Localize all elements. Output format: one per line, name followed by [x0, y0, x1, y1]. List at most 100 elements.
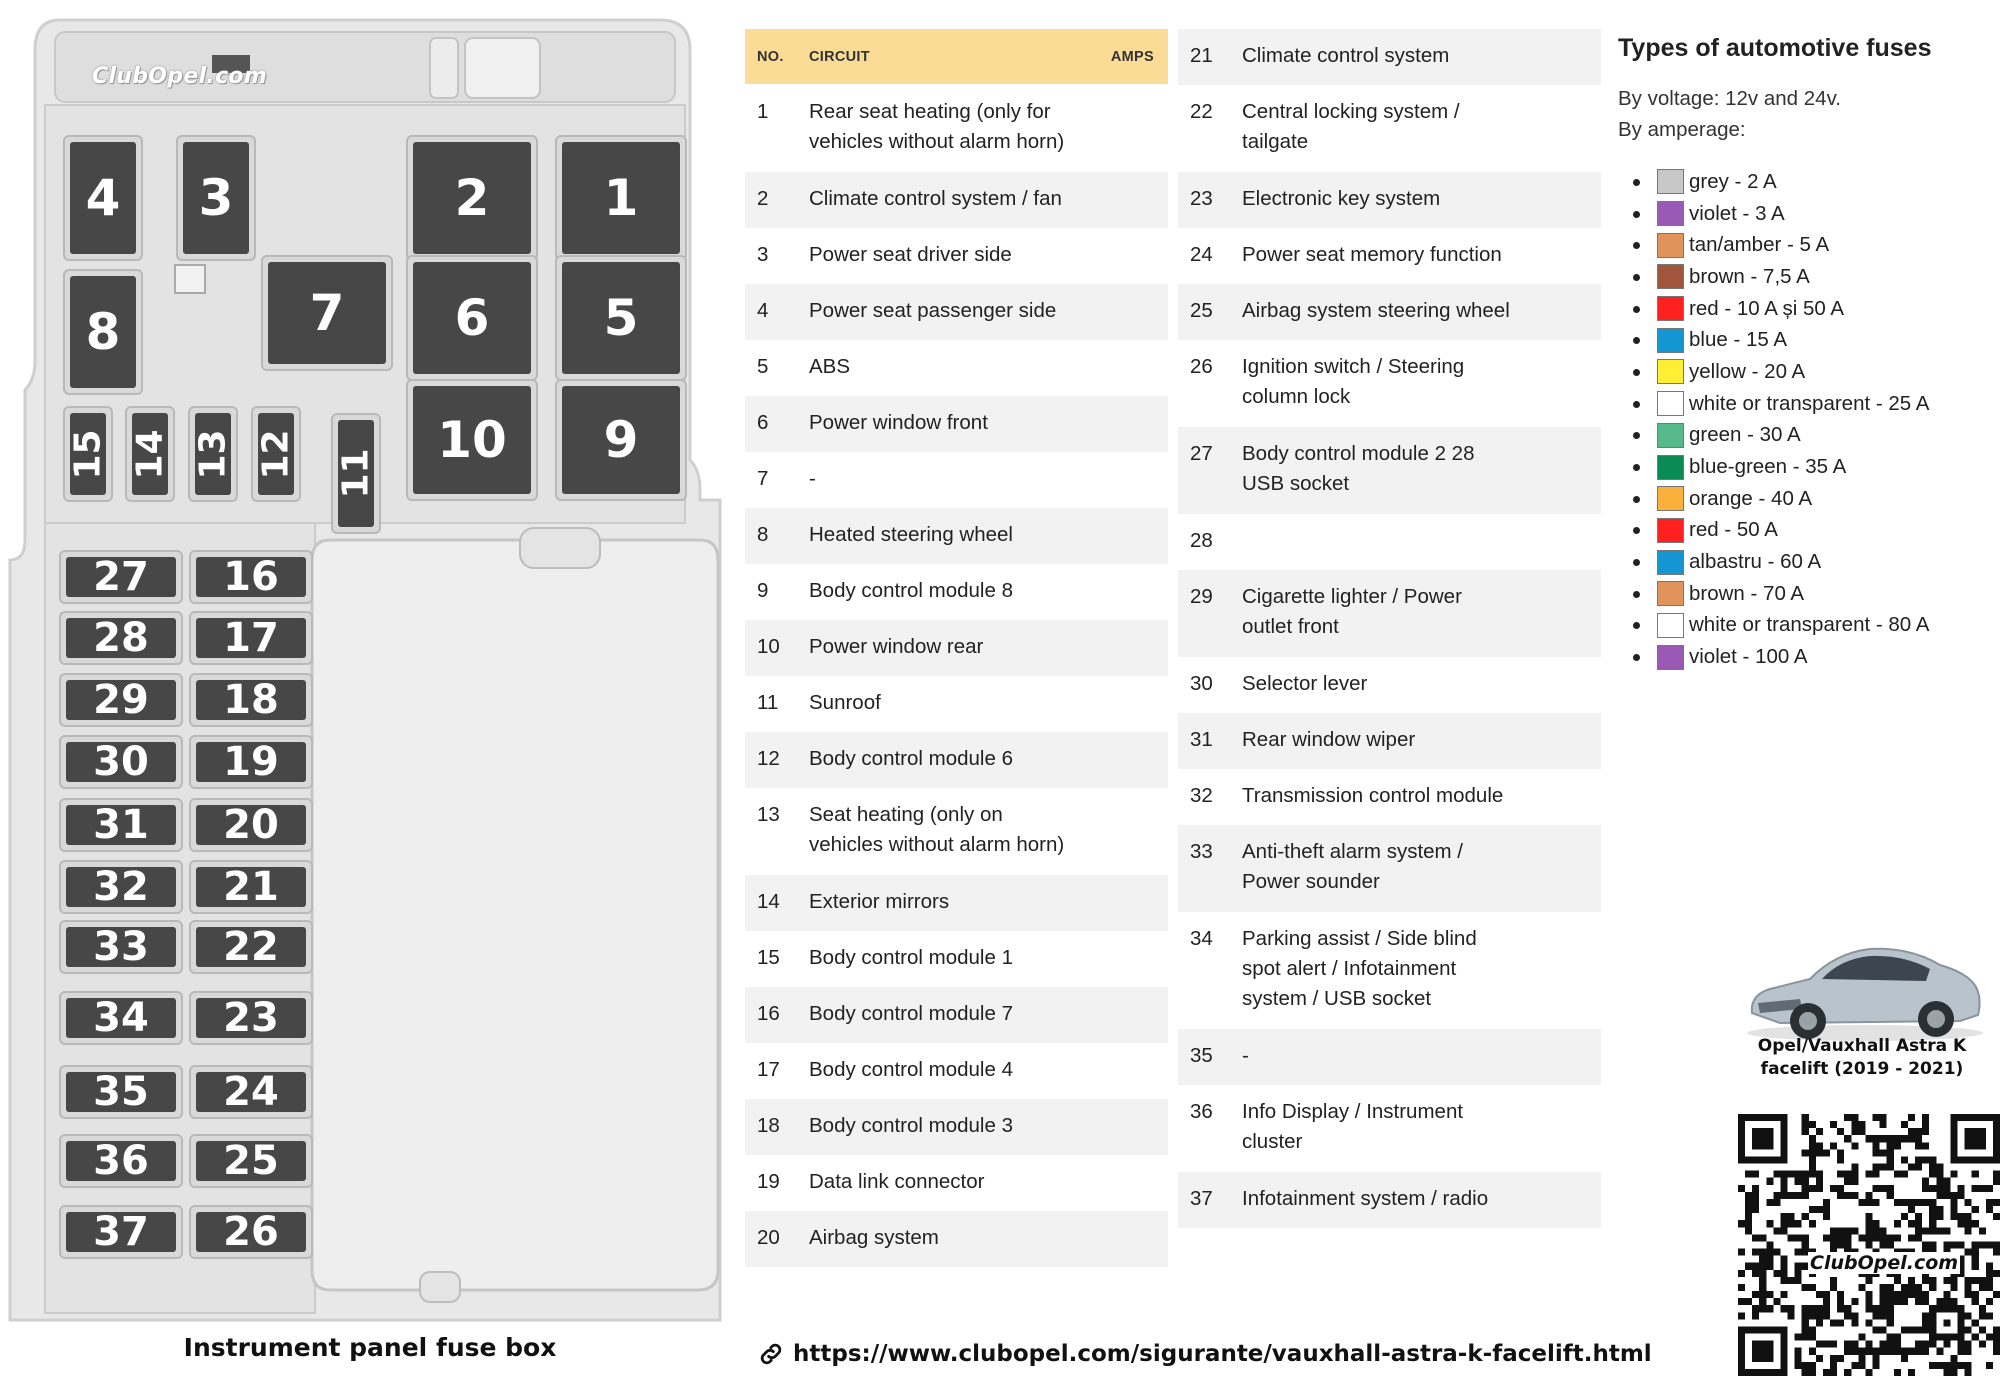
top-connector	[212, 55, 250, 73]
circuit-line: Power window front	[809, 411, 988, 434]
circuit-line: Cigarette lighter / Power	[1242, 585, 1462, 608]
fuse-27	[66, 557, 176, 597]
qr-code-icon[interactable]	[1738, 1114, 2000, 1376]
row-circuit: ABS	[809, 352, 1168, 382]
row-circuit: Body control module 3	[809, 1111, 1168, 1141]
color-swatch	[1657, 549, 1684, 575]
circuit-line: Body control module 3	[809, 1114, 1013, 1137]
fuse-37	[66, 1212, 176, 1252]
link-icon	[760, 1343, 782, 1365]
legend-label: yellow - 20 A	[1689, 359, 1806, 383]
circuit-line: Body control module 7	[809, 1002, 1013, 1025]
circuit-line: -	[809, 467, 816, 490]
circuit-line: Body control module 2 28	[1242, 442, 1475, 465]
fuse-6	[413, 262, 531, 374]
circuit-line: Body control module 1	[809, 946, 1013, 969]
cover-clip-bottom	[419, 1271, 461, 1303]
circuit-line: Sunroof	[809, 691, 881, 714]
row-number: 18	[757, 1114, 780, 1137]
row-number: 17	[757, 1058, 780, 1081]
row-circuit: -	[809, 464, 1168, 494]
header-amps: AMPS	[1110, 48, 1154, 65]
legend-item: grey - 2 A	[1633, 166, 2008, 198]
legend-label: violet - 100 A	[1689, 645, 1808, 669]
circuit-line: outlet front	[1242, 615, 1339, 638]
circuit-line: Power seat driver side	[809, 243, 1012, 266]
source-link[interactable]: https://www.clubopel.com/sigurante/vauxh…	[757, 1340, 1652, 1368]
row-number: 27	[1190, 442, 1213, 465]
row-number: 30	[1190, 672, 1213, 695]
fuse-2	[413, 142, 531, 254]
row-number: 19	[757, 1170, 780, 1193]
row-number: 31	[1190, 728, 1213, 751]
car-icon	[1747, 947, 1983, 1041]
fuse-box-drawing	[8, 18, 722, 1322]
circuit-line: Data link connector	[809, 1170, 985, 1193]
row-number: 3	[757, 243, 769, 266]
fuse-21	[196, 867, 306, 907]
circuit-line: Power window rear	[809, 635, 984, 658]
row-number: 36	[1190, 1100, 1213, 1123]
fuse-11	[338, 420, 374, 527]
legend-label: green - 30 A	[1689, 423, 1801, 447]
table-row: 18 Body control module 3	[745, 1099, 1168, 1155]
fuse-7	[268, 262, 386, 364]
row-circuit: Body control module 7	[809, 999, 1168, 1029]
circuit-line: system / USB socket	[1242, 987, 1432, 1010]
row-number: 37	[1190, 1187, 1213, 1210]
row-number: 5	[757, 355, 769, 378]
row-number: 15	[757, 946, 780, 969]
row-number: 4	[757, 299, 769, 322]
color-swatch	[1657, 422, 1684, 448]
row-number: 25	[1190, 299, 1213, 322]
fuse-33	[66, 927, 176, 967]
table-row: 3 Power seat driver side	[745, 228, 1168, 284]
fuse-1	[562, 142, 680, 254]
legend-item: brown - 70 A	[1633, 578, 2008, 610]
circuit-line: cluster	[1242, 1130, 1303, 1153]
top-tab-right	[464, 37, 541, 99]
legend-item: orange - 40 A	[1633, 483, 2008, 515]
legend-item: red - 10 A și 50 A	[1633, 293, 2008, 325]
color-swatch	[1657, 391, 1684, 417]
diagram-caption: Instrument panel fuse box	[183, 1333, 557, 1362]
row-circuit: Power seat memory function	[1242, 240, 1601, 270]
legend-label: red - 50 A	[1689, 518, 1778, 542]
circuit-line: Rear window wiper	[1242, 728, 1416, 751]
fuse-25	[196, 1141, 306, 1181]
fuse-13	[195, 413, 231, 495]
color-swatch	[1657, 232, 1684, 258]
fuse-3	[183, 142, 249, 254]
row-number: 8	[757, 523, 769, 546]
circuit-line: Seat heating (only on	[809, 803, 1003, 826]
row-number: 34	[1190, 927, 1213, 950]
circuit-line: Power sounder	[1242, 870, 1380, 893]
row-number: 20	[757, 1226, 780, 1249]
table-header: NO. CIRCUIT AMPS	[745, 29, 1168, 84]
row-circuit: Central locking system /tailgate	[1242, 97, 1601, 157]
row-number: 11	[757, 691, 779, 714]
table-row: 5 ABS	[745, 340, 1168, 396]
source-url[interactable]: https://www.clubopel.com/sigurante/vauxh…	[793, 1341, 1652, 1367]
legend-item: blue - 15 A	[1633, 324, 2008, 356]
fuse-26	[196, 1212, 306, 1252]
table-row: 31 Rear window wiper	[1178, 713, 1601, 769]
legend-voltage: By voltage: 12v and 24v.	[1618, 87, 1841, 110]
legend-label: orange - 40 A	[1689, 486, 1813, 510]
color-swatch	[1657, 169, 1684, 195]
fuse-18	[196, 680, 306, 720]
fuse-36	[66, 1141, 176, 1181]
fuse-16	[196, 557, 306, 597]
row-circuit: Cigarette lighter / Power outlet front	[1242, 582, 1601, 642]
circuit-line: Body control module 8	[809, 579, 1013, 602]
